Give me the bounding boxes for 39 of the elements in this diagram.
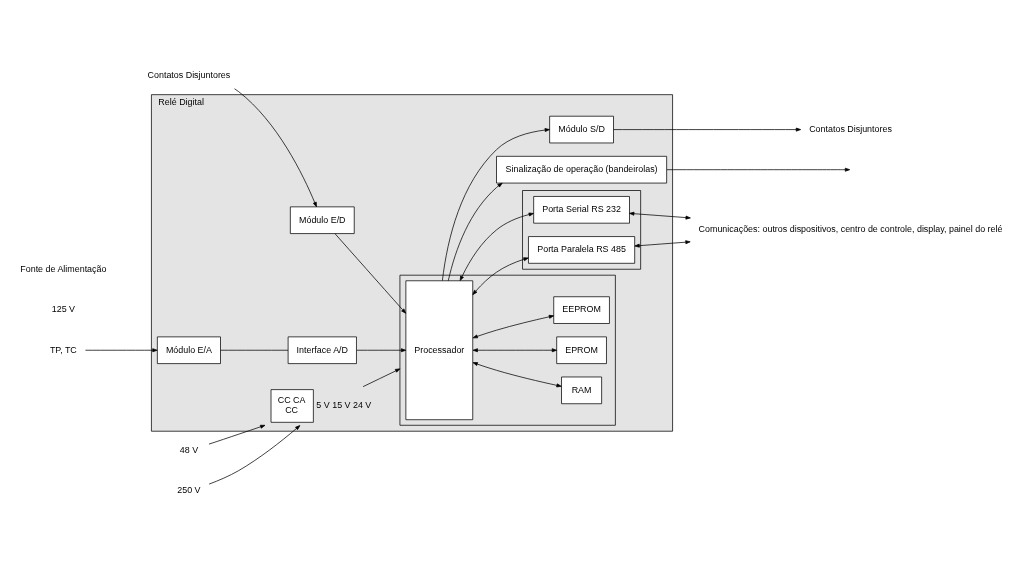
node-text: TP, TC [49, 344, 77, 355]
node-text: 48 V [179, 444, 199, 455]
node-text: Comunicações: outros dispositivos, centro de controle, display, painel do relé [698, 224, 1003, 235]
arrow [472, 314, 555, 339]
node-box: EEPROM [553, 296, 610, 324]
node-box: Porta Serial RS 232 [533, 196, 630, 224]
arrow [472, 348, 557, 353]
arrow [362, 368, 401, 387]
node-box: Sinalização de operação (bandeirolas) [496, 155, 667, 184]
node-box: Processador [405, 280, 474, 421]
arrow [472, 257, 529, 295]
node-box: RAM [561, 376, 602, 405]
arrow [613, 127, 802, 132]
node-box: EPROM [556, 336, 607, 364]
arrow [634, 240, 691, 248]
node-box: Módulo E/A [157, 336, 221, 364]
arrow [666, 167, 851, 172]
arrow [85, 348, 158, 353]
label: 125 V [51, 304, 76, 315]
arrow [208, 424, 266, 445]
node-text: Contatos Disjuntores [147, 69, 231, 80]
node-box: Módulo E/D [289, 206, 355, 234]
arrow [208, 425, 301, 485]
connector [220, 349, 289, 351]
arrow [356, 348, 407, 353]
arrow [447, 182, 503, 282]
arrow [234, 88, 317, 208]
node-box: Interface A/D [287, 336, 357, 364]
arrow [442, 128, 550, 281]
node-box: Módulo S/D [549, 115, 614, 144]
node-box: Porta Paralela RS 485 [528, 236, 636, 264]
label: Fonte de Alimentação [20, 264, 107, 275]
node-label: 5 V 15 V 24 V [316, 400, 372, 411]
arrow [334, 233, 407, 314]
arrow [629, 211, 691, 220]
arrow [472, 362, 562, 388]
node-text: 250 V [177, 484, 201, 495]
arrow [459, 212, 534, 281]
node-text: Contatos Disjuntores [809, 123, 892, 134]
